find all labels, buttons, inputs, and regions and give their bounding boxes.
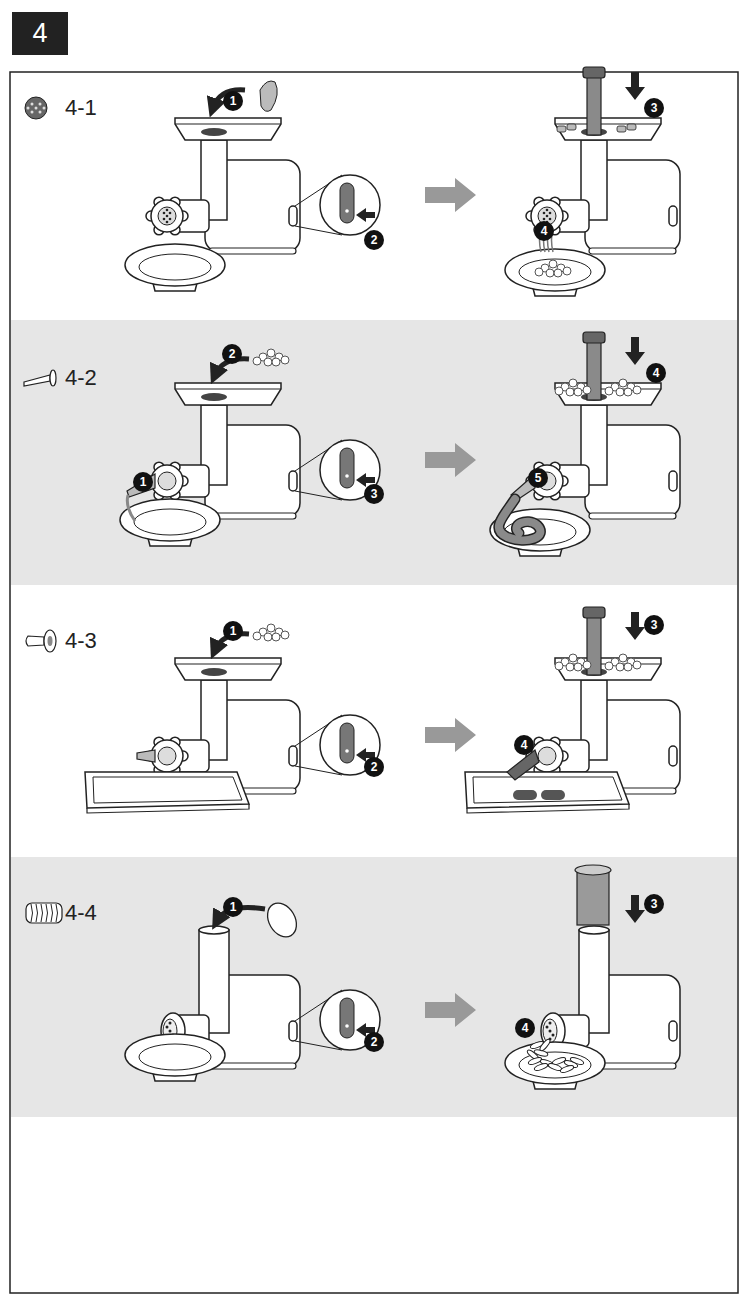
callout-number: 3	[651, 897, 658, 911]
callout-circle: 1	[223, 897, 243, 917]
callout-circle: 4	[646, 363, 666, 383]
callout-number: 5	[535, 471, 542, 485]
callout-number: 1	[230, 900, 237, 914]
callout-circle: 4	[514, 735, 534, 755]
section-box: 4	[12, 12, 68, 55]
callout-number: 2	[371, 233, 378, 247]
callout-number: 1	[230, 624, 237, 638]
section-number: 4	[32, 18, 47, 49]
step-panel: 4-2 1 2 3 4 5	[11, 320, 737, 585]
callout-circle: 2	[364, 230, 384, 250]
callout-number: 1	[140, 475, 147, 489]
panel-label: 4-1	[65, 95, 97, 121]
panel-label: 4-2	[65, 365, 97, 391]
callout-circle: 3	[644, 615, 664, 635]
callout-number: 3	[651, 618, 658, 632]
callout-circle: 2	[364, 757, 384, 777]
callout-circle: 4	[515, 1018, 535, 1038]
callout-circle: 1	[133, 472, 153, 492]
callout-number: 4	[522, 1021, 529, 1035]
callout-circle: 4	[534, 221, 554, 241]
callout-circle: 1	[223, 621, 243, 641]
callout-number: 4	[521, 738, 528, 752]
callout-circle: 2	[364, 1032, 384, 1052]
panel-label: 4-4	[65, 900, 97, 926]
callout-circle: 5	[528, 468, 548, 488]
callout-number: 4	[653, 366, 660, 380]
callout-circle: 1	[223, 91, 243, 111]
callout-number: 1	[230, 94, 237, 108]
callout-circle: 3	[364, 484, 384, 504]
callout-circle: 3	[644, 98, 664, 118]
callout-number: 4	[541, 224, 548, 238]
callout-number: 3	[371, 487, 378, 501]
callout-number: 3	[651, 101, 658, 115]
callout-circle: 2	[222, 344, 242, 364]
callout-number: 2	[229, 347, 236, 361]
callout-number: 2	[371, 760, 378, 774]
panel-label: 4-3	[65, 628, 97, 654]
callout-number: 2	[371, 1035, 378, 1049]
callout-circle: 3	[644, 894, 664, 914]
step-panel: 4-4 1 2 3 4	[11, 857, 737, 1117]
outer-frame	[10, 72, 738, 1293]
step-panel: 4-3 1 2 3 4	[11, 585, 737, 857]
step-panel: 4-1 1 2 3 4	[11, 73, 737, 320]
